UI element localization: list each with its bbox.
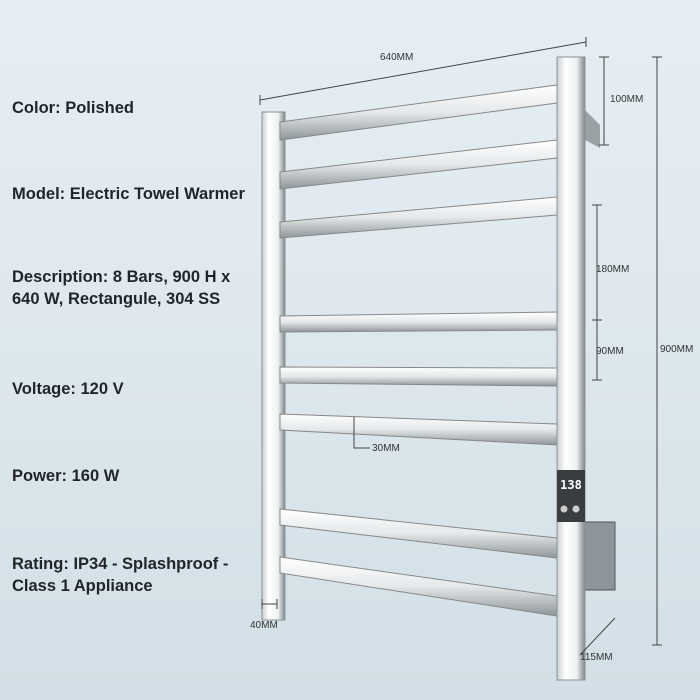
bar [279, 311, 558, 333]
bar [279, 366, 558, 387]
spec-model: Model: Electric Towel Warmer [12, 185, 245, 203]
display-readout: 138 [560, 478, 582, 492]
control-panel [557, 470, 585, 522]
dim-height: 900MM [660, 344, 694, 355]
spec-power: Power: 160 W [12, 467, 120, 485]
dim-bar-thickness: 30MM [372, 443, 400, 454]
bar [279, 84, 558, 141]
bar [279, 556, 558, 617]
dim-bar-gap-large: 180MM [596, 264, 630, 275]
wall-bracket-bottom [584, 521, 616, 591]
dim-top-offset: 100MM [610, 94, 644, 105]
dim-bar-gap-small: 90MM [596, 346, 624, 357]
bar [279, 139, 558, 190]
spec-voltage: Voltage: 120 V [12, 380, 124, 398]
dim-post-width: 40MM [250, 620, 278, 631]
wall-bracket-top [585, 110, 600, 148]
bar [279, 508, 558, 559]
bar [279, 413, 558, 446]
dimension-lines [259, 37, 662, 656]
spec-rating: Rating: IP34 - Splashproof -Class 1 Appl… [12, 555, 229, 595]
right-post [556, 56, 586, 681]
spec-color: Color: Polished [12, 99, 134, 117]
left-post [261, 111, 286, 621]
power-button[interactable] [560, 505, 568, 513]
dim-depth: 115MM [580, 652, 613, 663]
timer-button[interactable] [572, 505, 580, 513]
bars [279, 84, 558, 617]
bar [279, 196, 558, 239]
dim-width: 640MM [380, 52, 414, 63]
